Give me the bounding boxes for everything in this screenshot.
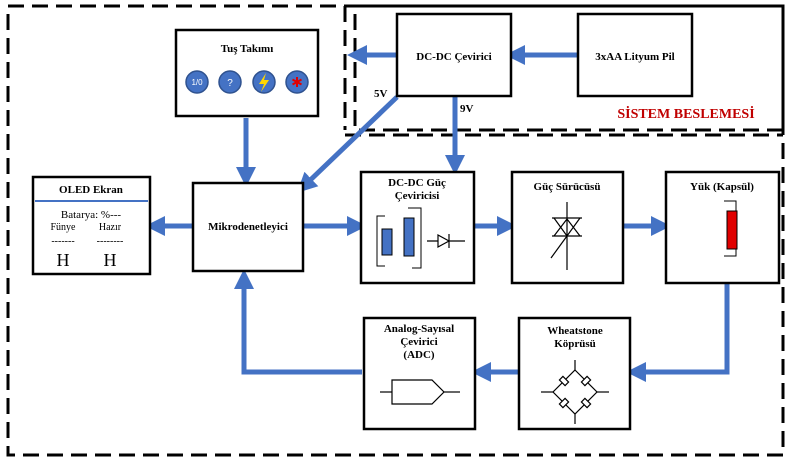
wheatstone-title-2: Köprüsü — [554, 338, 596, 350]
adc-title-3: (ADC) — [403, 349, 434, 361]
dcdc-converter-title: DC-DC Çevirici — [416, 51, 491, 63]
power-driver-title: Güç Sürücüsü — [534, 181, 601, 193]
power-converter-block: DC-DC Güç Çeviricisi — [359, 170, 476, 285]
load-title: Yük (Kapsül) — [690, 181, 754, 193]
keypad-title: Tuş Takımı — [221, 43, 274, 55]
transformer-icon — [376, 207, 422, 269]
microcontroller-title: Mikrodenetleyici — [208, 221, 288, 233]
oled-col1-dashes: ------- — [51, 236, 74, 247]
arrow-adc-to-mcu — [234, 268, 362, 375]
bridge-icon — [541, 360, 609, 424]
oled-title: OLED Ekran — [59, 184, 123, 196]
arrow-dcdc-to-mcu-5v — [296, 95, 399, 193]
keypad-button-asterisk[interactable] — [285, 70, 309, 94]
adc-title-1: Analog-Sayısal — [384, 323, 454, 335]
dashed-frames — [6, 4, 785, 457]
power-toggle-icon: 1/0 — [191, 78, 203, 87]
oled-battery-line: Batarya: %--- — [61, 209, 121, 221]
help-icon: ? — [227, 78, 233, 89]
load-block: Yük (Kapsül) — [664, 170, 781, 285]
wheatstone-block: Wheatstone Köprüsü — [517, 316, 632, 431]
power-converter-title-1: DC-DC Güç — [388, 177, 446, 189]
lightning-icon — [259, 73, 269, 92]
adc-block: Analog-Sayısal Çevirici (ADC) — [362, 316, 477, 431]
microcontroller-block: Mikrodenetleyici — [191, 181, 305, 273]
label-9v: 9V — [460, 103, 474, 115]
power-driver-block: Güç Sürücüsü — [510, 170, 625, 285]
adc-title-2: Çevirici — [400, 336, 437, 348]
adc-symbol-icon — [380, 379, 460, 405]
keypad-button-lightning[interactable] — [252, 70, 276, 94]
battery-block: 3xAA Lityum Pil — [576, 12, 694, 98]
power-supply-boundary — [353, 4, 785, 132]
battery-title: 3xAA Lityum Pil — [595, 51, 674, 63]
wheatstone-title-1: Wheatstone — [547, 325, 603, 337]
oled-col2-dashes: -------- — [97, 236, 124, 247]
asterisk-icon — [292, 77, 302, 87]
oled-col2-value: H — [104, 250, 117, 270]
keypad-block: Tuş Takımı 1/0 ? — [174, 28, 320, 118]
system-boundary — [6, 4, 785, 457]
power-converter-title-2: Çeviricisi — [395, 190, 440, 202]
triac-icon — [550, 202, 582, 270]
oled-display-block: OLED Ekran Batarya: %--- Fünye Hazır ---… — [31, 175, 152, 276]
keypad-button-power[interactable]: 1/0 — [185, 70, 209, 94]
keypad-button-help[interactable]: ? — [218, 70, 242, 94]
oled-col1-label: Fünye — [51, 222, 77, 233]
system-power-label: SİSTEM BESLEMESİ — [617, 105, 754, 122]
oled-col1-value: H — [57, 250, 70, 270]
arrow-load-to-wheatstone — [625, 284, 730, 382]
oled-col2-label: Hazır — [99, 222, 122, 233]
dcdc-converter-block: DC-DC Çevirici — [395, 12, 513, 98]
diode-icon — [427, 233, 465, 249]
label-5v: 5V — [374, 88, 388, 100]
connection-arrows — [144, 45, 730, 382]
resistor-icon — [724, 200, 738, 257]
